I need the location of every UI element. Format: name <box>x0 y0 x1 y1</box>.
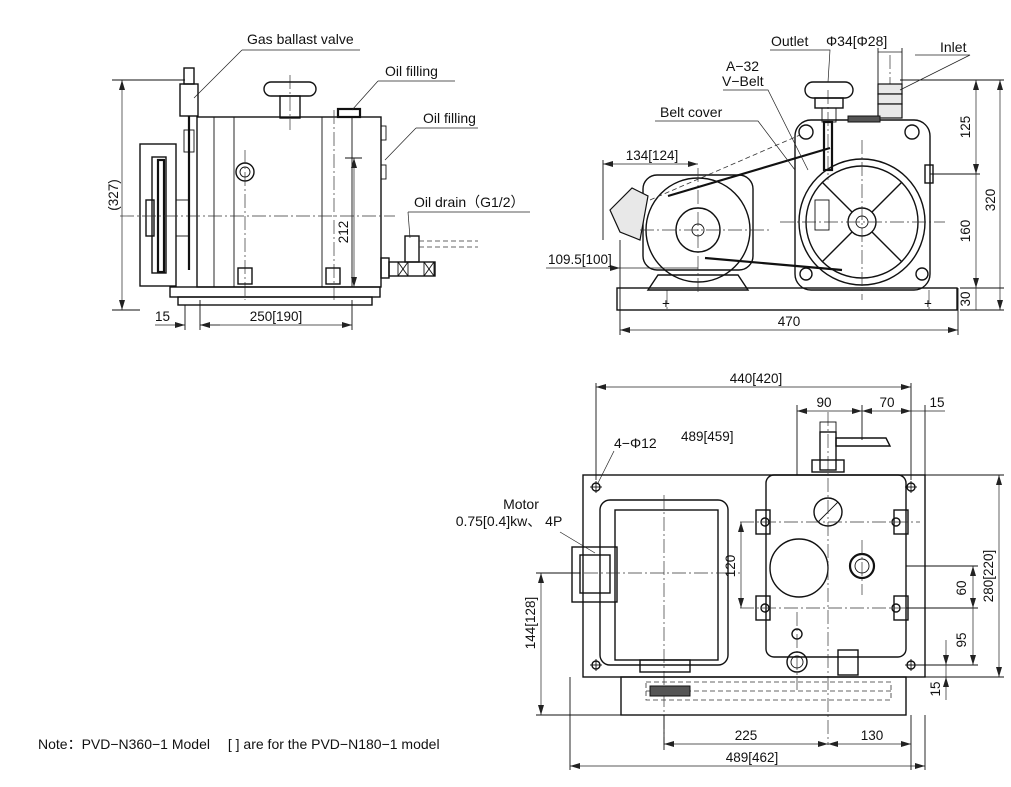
dim-top-144: 144[128] <box>523 597 538 650</box>
dim-front-109: 109.5[100] <box>548 252 612 267</box>
svg-text:+: + <box>924 296 932 311</box>
label-motor-title: Motor <box>503 496 539 512</box>
dim-top-90: 90 <box>816 395 831 410</box>
dim-side-212: 212 <box>336 221 351 244</box>
label-gas-ballast-valve: Gas ballast valve <box>247 31 354 47</box>
dim-top-120: 120 <box>723 555 738 578</box>
dim-top-60: 60 <box>954 580 969 595</box>
label-oil-filling-top: Oil filling <box>385 63 438 79</box>
dim-side-15: 15 <box>155 309 170 324</box>
dim-front-134: 134[124] <box>626 148 679 163</box>
dim-top-489-459: 489[459] <box>681 429 734 444</box>
dim-front-160: 160 <box>958 220 973 243</box>
dim-front-320: 320 <box>983 189 998 212</box>
top-view <box>536 383 1004 770</box>
label-mount-holes: 4−Φ12 <box>614 435 657 451</box>
footnote: Note：PVD−N360−1 Model [ ] are for the PV… <box>38 736 440 752</box>
pulley-icon <box>139 143 188 287</box>
dim-top-15b: 15 <box>928 681 943 696</box>
label-v-belt: V−Belt <box>722 73 764 89</box>
label-oil-filling-side: Oil filling <box>423 110 476 126</box>
dim-front-30: 30 <box>958 291 973 306</box>
pump-icon <box>794 119 934 291</box>
front-view: + + <box>546 48 1004 335</box>
label-oil-drain: Oil drain（G1/2） <box>414 194 524 210</box>
dim-top-95: 95 <box>954 632 969 647</box>
dim-side-height: (327) <box>106 179 121 211</box>
label-outlet: Outlet <box>771 33 808 49</box>
label-outlet-diameter: Φ34[Φ28] <box>826 33 887 49</box>
dim-top-130: 130 <box>861 728 884 743</box>
dim-side-250: 250[190] <box>250 309 303 324</box>
label-belt-type: A−32 <box>726 58 759 74</box>
dim-top-489-462: 489[462] <box>726 750 779 765</box>
side-view <box>112 49 530 330</box>
label-motor-spec: 0.75[0.4]kw、 4P <box>456 513 563 529</box>
label-belt-cover: Belt cover <box>660 104 723 120</box>
dim-top-280: 280[220] <box>981 550 996 603</box>
svg-text:+: + <box>662 296 670 311</box>
dim-top-225: 225 <box>735 728 758 743</box>
dim-front-470: 470 <box>778 314 801 329</box>
dim-front-125: 125 <box>958 116 973 139</box>
dim-top-440: 440[420] <box>730 371 783 386</box>
label-inlet: Inlet <box>940 39 967 55</box>
dim-top-15a: 15 <box>929 395 944 410</box>
dim-top-70: 70 <box>879 395 894 410</box>
